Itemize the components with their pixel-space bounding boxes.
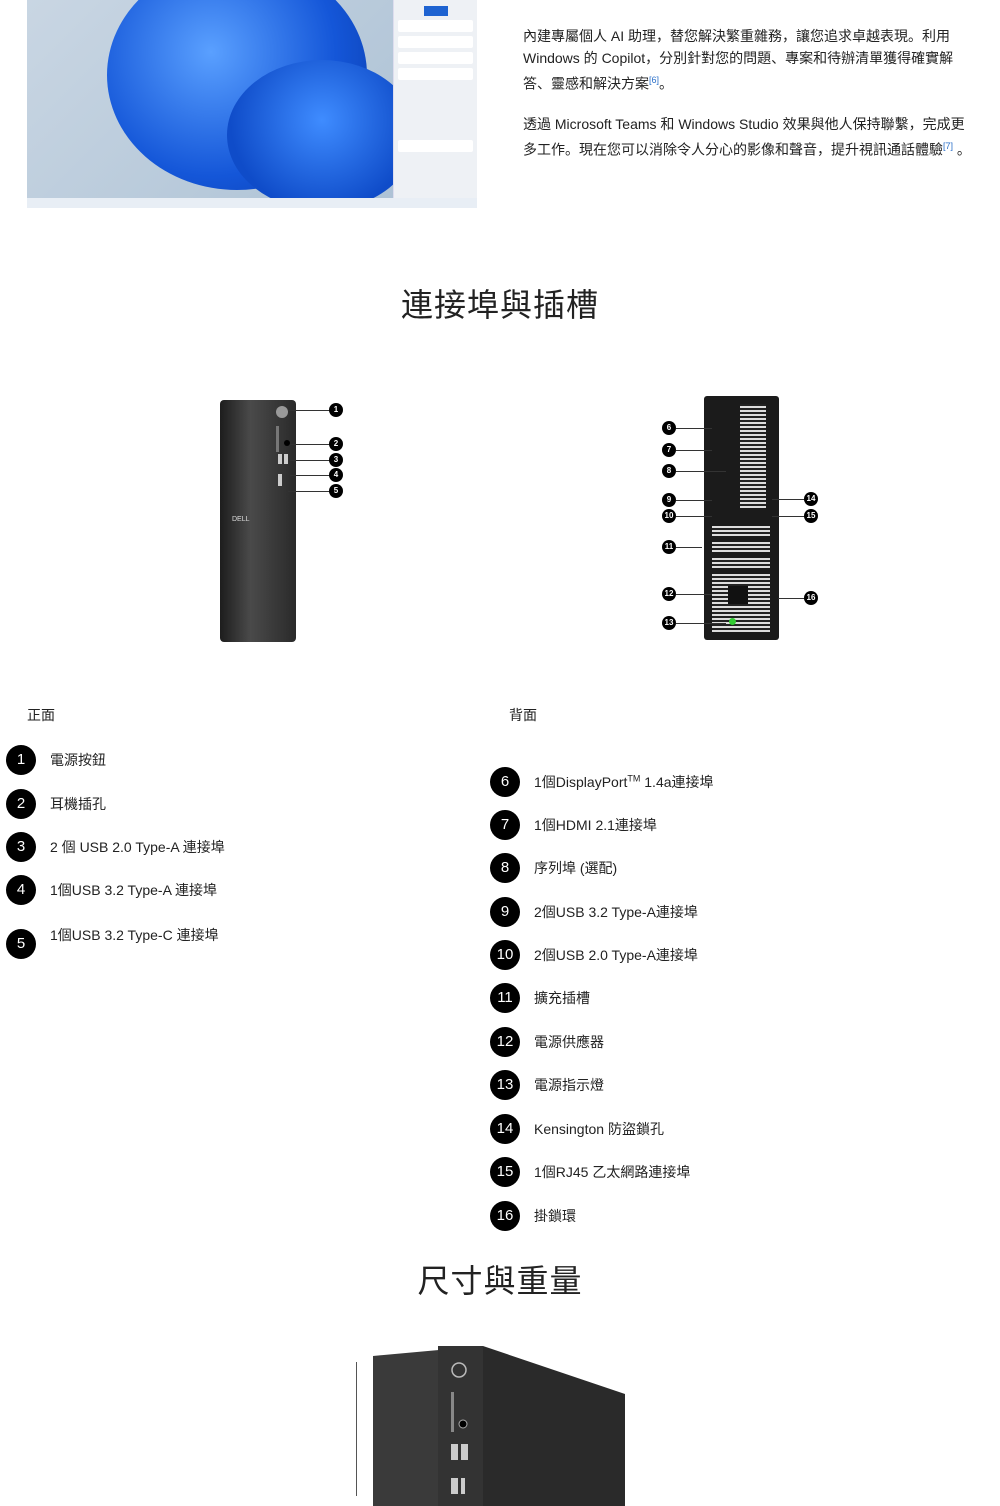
callout-6: 6 (662, 421, 676, 435)
back-pc-image (704, 396, 779, 640)
dimensions-pc-image (373, 1346, 625, 1506)
callout-12: 12 (662, 587, 676, 601)
footnote-link[interactable]: [6] (649, 75, 660, 85)
callout-11: 11 (662, 540, 676, 554)
callout-14: 14 (804, 492, 818, 506)
copilot-paragraph: 內建專屬個人 AI 助理，替您解決繁重雜務，讓您追求卓越表現。利用 Window… (523, 28, 954, 92)
copilot-pane (393, 0, 477, 198)
dell-logo: DELL (232, 516, 250, 523)
callout-7: 7 (662, 443, 676, 457)
callout-1: 1 (329, 403, 343, 417)
copilot-screenshot-image (27, 0, 477, 208)
callout-15: 15 (804, 509, 818, 523)
callout-8: 8 (662, 464, 676, 478)
dimensions-title: 尺寸與重量 (417, 1263, 583, 1299)
front-label: 正面 (27, 707, 55, 723)
dimension-line (356, 1362, 357, 1496)
callout-16: 16 (804, 591, 818, 605)
front-pc-image: DELL (220, 400, 296, 642)
callout-5: 5 (329, 484, 343, 498)
ports-title: 連接埠與插槽 (400, 287, 599, 323)
callout-4: 4 (329, 468, 343, 482)
back-label: 背面 (509, 707, 537, 723)
callout-9: 9 (662, 493, 676, 507)
teams-paragraph: 透過 Microsoft Teams 和 Windows Studio 效果與他… (523, 116, 971, 158)
callout-2: 2 (329, 437, 343, 451)
footnote-link[interactable]: [7] (943, 141, 954, 151)
callout-13: 13 (662, 616, 676, 630)
taskbar (27, 198, 477, 208)
callout-3: 3 (329, 453, 343, 467)
callout-10: 10 (662, 509, 676, 523)
